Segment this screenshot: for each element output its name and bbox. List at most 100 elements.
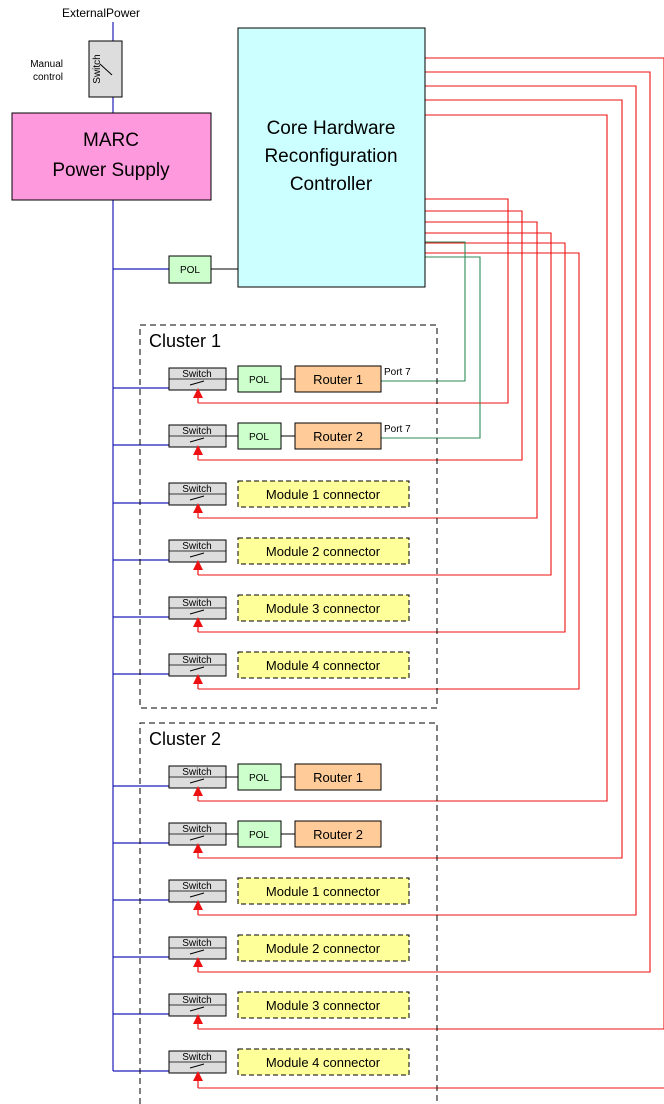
control-arrow-head	[193, 786, 203, 796]
pol-regulator: POL	[237, 763, 282, 791]
module-connector-label: Module 4 connector	[266, 658, 381, 673]
switch[interactable]: Switch	[168, 424, 227, 448]
control-arrow-head	[193, 617, 203, 627]
cluster-1-row-5: Switch Module 3 connector	[168, 594, 410, 622]
switch[interactable]: Switch	[168, 653, 227, 677]
switch-label: Switch	[182, 484, 211, 495]
switch-label: Switch	[182, 541, 211, 552]
module-connector-label: Module 1 connector	[266, 884, 381, 899]
cluster-2-row-6: Switch Module 4 connector	[168, 1048, 410, 1076]
router-label: Router 2	[313, 827, 363, 842]
module-connector-label: Module 3 connector	[266, 998, 381, 1013]
router-box	[294, 763, 382, 791]
module-connector: Module 1 connector	[237, 877, 410, 905]
switch-label: Switch	[182, 938, 211, 949]
switch-blade	[189, 666, 205, 672]
switch[interactable]: Switch	[168, 822, 227, 846]
control-line-c2-r1	[198, 114, 608, 802]
switch-blade	[189, 1006, 205, 1012]
router: Router 2	[294, 820, 382, 848]
switch-blade	[189, 892, 205, 898]
pol-box	[237, 365, 282, 393]
module-connector-box	[237, 877, 410, 905]
module-connector: Module 3 connector	[237, 594, 410, 622]
power-supply-line2: Power Supply	[52, 160, 170, 181]
module-connector-box	[237, 934, 410, 962]
module-connector-label: Module 4 connector	[266, 1055, 381, 1070]
switch-blade	[189, 949, 205, 955]
control-line-c2-r4	[198, 71, 651, 973]
pol-box	[237, 763, 282, 791]
module-connector: Module 4 connector	[237, 651, 410, 679]
controller-pol-box	[168, 255, 212, 284]
power-supply-line1: MARC	[83, 130, 139, 151]
switch-label: Switch	[182, 369, 211, 380]
module-connector: Module 2 connector	[237, 934, 410, 962]
module-connector-label: Module 1 connector	[266, 487, 381, 502]
switch[interactable]: Switch	[168, 993, 227, 1017]
control-arrow-head	[193, 1014, 203, 1024]
switch[interactable]: Switch	[168, 879, 227, 903]
router-box	[294, 422, 382, 450]
cluster-1-row-6: Switch Module 4 connector	[168, 651, 410, 679]
router: Router 2	[294, 422, 382, 450]
router-label: Router 2	[313, 429, 363, 444]
control-line-c1-r1	[198, 198, 509, 404]
control-line-c1-r6	[198, 252, 580, 690]
external-power-label: ExternalPower	[62, 6, 140, 20]
control-line-c1-r3	[198, 221, 538, 519]
control-arrow-head	[193, 503, 203, 513]
switch[interactable]: Switch	[168, 596, 227, 620]
control-lines	[198, 57, 664, 1089]
manual-switch-blade	[99, 63, 113, 76]
module-connector: Module 1 connector	[237, 480, 410, 508]
cluster-2-title: Cluster 2	[149, 729, 221, 749]
switch[interactable]: Switch	[168, 482, 227, 506]
control-line-c1-r2	[198, 210, 523, 461]
power-supply-box	[11, 112, 212, 201]
control-arrows	[193, 388, 203, 1088]
router: Router 1	[294, 365, 382, 393]
module-connector-box	[237, 991, 410, 1019]
switch-label: Switch	[182, 995, 211, 1006]
switch-blade	[189, 380, 205, 386]
module-connector-label: Module 2 connector	[266, 544, 381, 559]
pol-label: POL	[249, 830, 269, 841]
cluster-2-box	[139, 722, 438, 1104]
cluster-1-row-4: Switch Module 2 connector	[168, 537, 410, 565]
router-box	[294, 820, 382, 848]
switch-label: Switch	[182, 824, 211, 835]
cluster-1-row-3: Switch Module 1 connector	[168, 480, 410, 508]
pol-regulator: POL	[237, 422, 282, 450]
module-connector-box	[237, 594, 410, 622]
pol-regulator: POL	[237, 365, 282, 393]
cluster-1-title: Cluster 1	[149, 331, 221, 351]
control-arrow-head	[193, 957, 203, 967]
router-label: Router 1	[313, 372, 363, 387]
module-connector-label: Module 2 connector	[266, 941, 381, 956]
controller-line2: Reconfiguration	[264, 146, 397, 167]
control-arrow-head	[193, 843, 203, 853]
switch[interactable]: Switch	[168, 539, 227, 563]
control-arrow-head	[193, 388, 203, 398]
control-line-c2-r5	[198, 57, 664, 1030]
control-arrow-head	[193, 674, 203, 684]
controller-line1: Core Hardware	[267, 118, 396, 139]
switch[interactable]: Switch	[168, 1050, 227, 1074]
switch-label: Switch	[182, 598, 211, 609]
switch-blade	[189, 495, 205, 501]
module-connector: Module 3 connector	[237, 991, 410, 1019]
manual-control-label: Manual control	[30, 59, 66, 83]
switch[interactable]: Switch	[168, 765, 227, 789]
switch[interactable]: Switch	[168, 367, 227, 391]
control-arrow-head	[193, 445, 203, 455]
router-2-port-7-link	[381, 256, 481, 439]
switch-blade	[189, 835, 205, 841]
data-lines	[381, 241, 481, 439]
module-connector: Module 4 connector	[237, 1048, 410, 1076]
switch[interactable]: Switch	[168, 936, 227, 960]
manual-switch[interactable]: Switch	[88, 40, 123, 98]
switch-label: Switch	[182, 881, 211, 892]
controller-pol-label: POL	[180, 265, 200, 276]
